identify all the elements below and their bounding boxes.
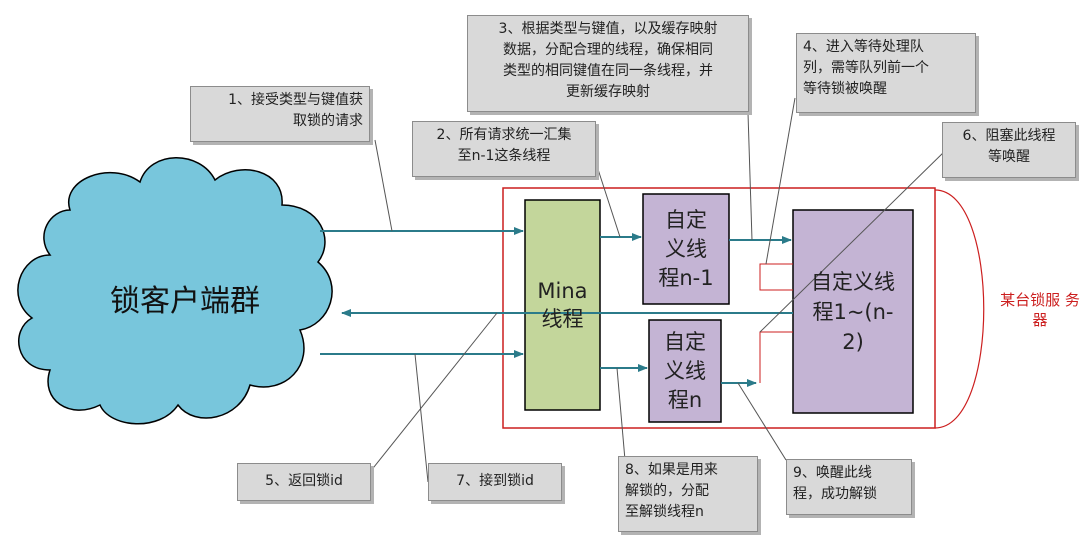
note-3: 3、根据类型与键值，以及缓存映射 数据，分配合理的线程，确保相同 类型的相同键值… — [467, 15, 749, 112]
wait-loop-upper — [759, 263, 793, 291]
note-1: 1、接受类型与键值获 取锁的请求 — [190, 86, 370, 142]
client-cloud-shape — [17, 157, 333, 425]
server-boundary — [502, 187, 936, 429]
client-cloud-label: 锁客户端群 — [110, 284, 260, 319]
mina-thread-box — [524, 199, 601, 411]
server-label: 某台锁服 务器 — [1000, 291, 1080, 329]
note-5: 5、返回锁id — [237, 463, 371, 501]
wake-loop-lower — [759, 331, 793, 383]
custom-thread-n-label: 自定 义线 程n — [664, 329, 706, 412]
note-7: 7、接到锁id — [428, 463, 562, 501]
custom-thread-1-to-n2-label: 自定义线 程1~(n- 2) — [811, 269, 895, 354]
server-bracket — [934, 189, 985, 429]
callout-leaders — [361, 97, 947, 483]
note-9: 9、唤醒此线 程，成功解锁 — [786, 459, 912, 515]
note-6: 6、阻塞此线程 等唤醒 — [942, 122, 1076, 178]
custom-thread-n-minus-1-box — [642, 193, 730, 305]
mina-thread-label: Mina 线程 — [537, 279, 588, 331]
note-8: 8、如果是用来 解锁的，分配 至解锁线程n — [618, 456, 758, 532]
note-2: 2、所有请求统一汇集 至n-1这条线程 — [412, 121, 596, 177]
custom-thread-n-minus-1-label: 自定 义线 程n-1 — [658, 207, 714, 290]
custom-thread-1-to-n2-box — [792, 209, 914, 414]
note-4: 4、进入等待处理队 列，需等队列前一个 等待锁被唤醒 — [796, 33, 976, 113]
custom-thread-n-box — [648, 319, 722, 423]
